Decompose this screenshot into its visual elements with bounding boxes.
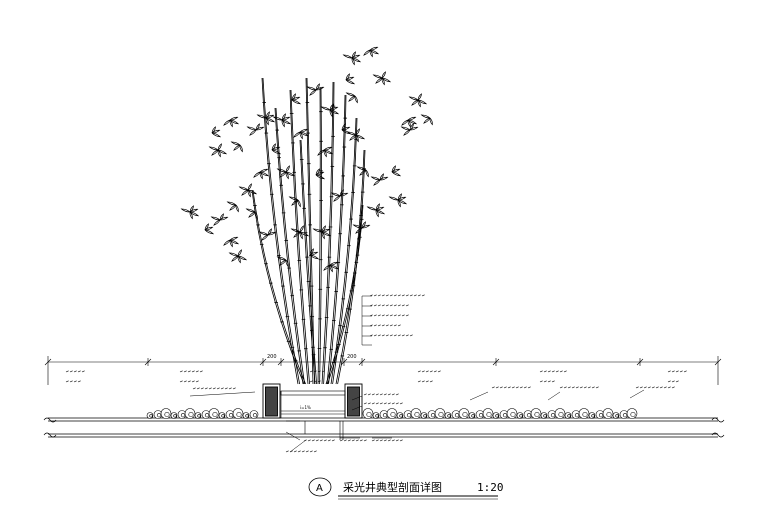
bamboo-leaves [180,46,433,273]
annotation-leaders [189,295,645,453]
dimension-label-right: 200 [347,354,357,360]
section-marker-letter: A [316,483,323,494]
planter-wall-right [344,383,363,419]
ground-slab [43,417,725,438]
planter-wall-left [262,383,281,419]
shrub-icon [146,408,638,419]
annotation-text-marks [65,294,687,453]
dimension-line [44,356,722,385]
section-marker-icon [308,477,332,497]
slope-label: i=1% [300,405,311,410]
light-well-grate [280,390,346,440]
drawing-title: 采光井典型剖面详图 [343,480,442,494]
drawing-scale: 1:20 [477,481,504,494]
dimension-label-left: 200 [267,354,277,360]
section-title: A 采光井典型剖面详图 1:20 [308,477,504,500]
bamboo-plant-icon [251,77,366,385]
